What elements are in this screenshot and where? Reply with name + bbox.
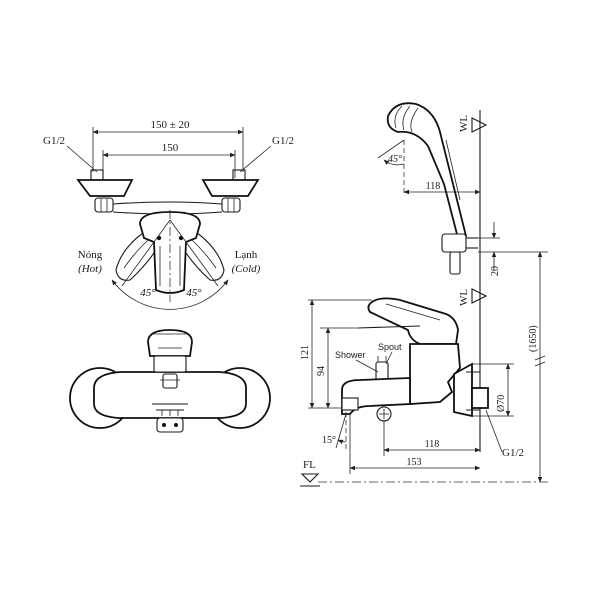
water-level-mid: WL [458, 288, 488, 306]
dim-d70: Ø70 [472, 363, 514, 417]
water-level-top: WL [458, 115, 488, 133]
fl-label: FL [303, 459, 316, 471]
dim-d70-label: Ø70 [496, 395, 507, 412]
dim-center: 150 [102, 142, 236, 178]
dim-1650: (1650) [528, 251, 546, 483]
body-side [409, 343, 489, 418]
shower-angle-label: 45° [388, 154, 402, 165]
bottom-view [69, 329, 271, 433]
spout-angle-label: 15° [322, 435, 336, 446]
spout [341, 356, 411, 422]
thread-left-label: G1/2 [43, 135, 65, 147]
dim-118-top-label: 118 [426, 181, 441, 192]
dim-118-top: 118 [403, 181, 481, 195]
side-view: WL 45° 118 [300, 102, 550, 487]
dim-121-label: 121 [300, 345, 311, 360]
spout-label: Spout [378, 342, 402, 352]
spout-angle: 15° [322, 412, 347, 450]
dim-20: 20 [478, 222, 548, 276]
shower-label: Shower [335, 350, 366, 360]
dim-153: 153 [349, 414, 481, 474]
dim-1650-label: (1650) [528, 325, 539, 352]
angle-right-label: 45° [186, 287, 202, 299]
front-view: 150 ± 20 150 G1/2 G1/2 [43, 119, 294, 310]
dim-94: 94 [316, 327, 358, 409]
dim-118-bottom: 118 [383, 420, 481, 456]
dim-overall: 150 ± 20 [92, 119, 244, 172]
wl-mid-label: WL [458, 289, 470, 306]
hot-label: Nóng [78, 249, 103, 261]
dim-94-label: 94 [316, 366, 327, 376]
angle-left-label: 45° [140, 287, 156, 299]
dim-20-label: 20 [490, 266, 501, 276]
floor-level: FL [300, 459, 550, 487]
thread-side-label: G1/2 [502, 447, 524, 459]
left-connector [76, 169, 134, 213]
dim-118-bottom-label: 118 [425, 439, 440, 450]
shower-head [386, 102, 468, 240]
dim-center-label: 150 [162, 142, 179, 154]
lever-side [357, 297, 459, 345]
dim-121: 121 [300, 299, 372, 409]
hot-sub-label: (Hot) [78, 263, 102, 275]
shower-holder [441, 233, 478, 275]
wl-top-label: WL [458, 115, 470, 132]
right-connector [201, 169, 260, 213]
thread-right-label: G1/2 [272, 135, 294, 147]
dim-153-label: 153 [407, 457, 422, 468]
cold-sub-label: (Cold) [232, 263, 261, 275]
cold-label: Lạnh [235, 249, 258, 261]
dim-overall-label: 150 ± 20 [150, 119, 190, 131]
